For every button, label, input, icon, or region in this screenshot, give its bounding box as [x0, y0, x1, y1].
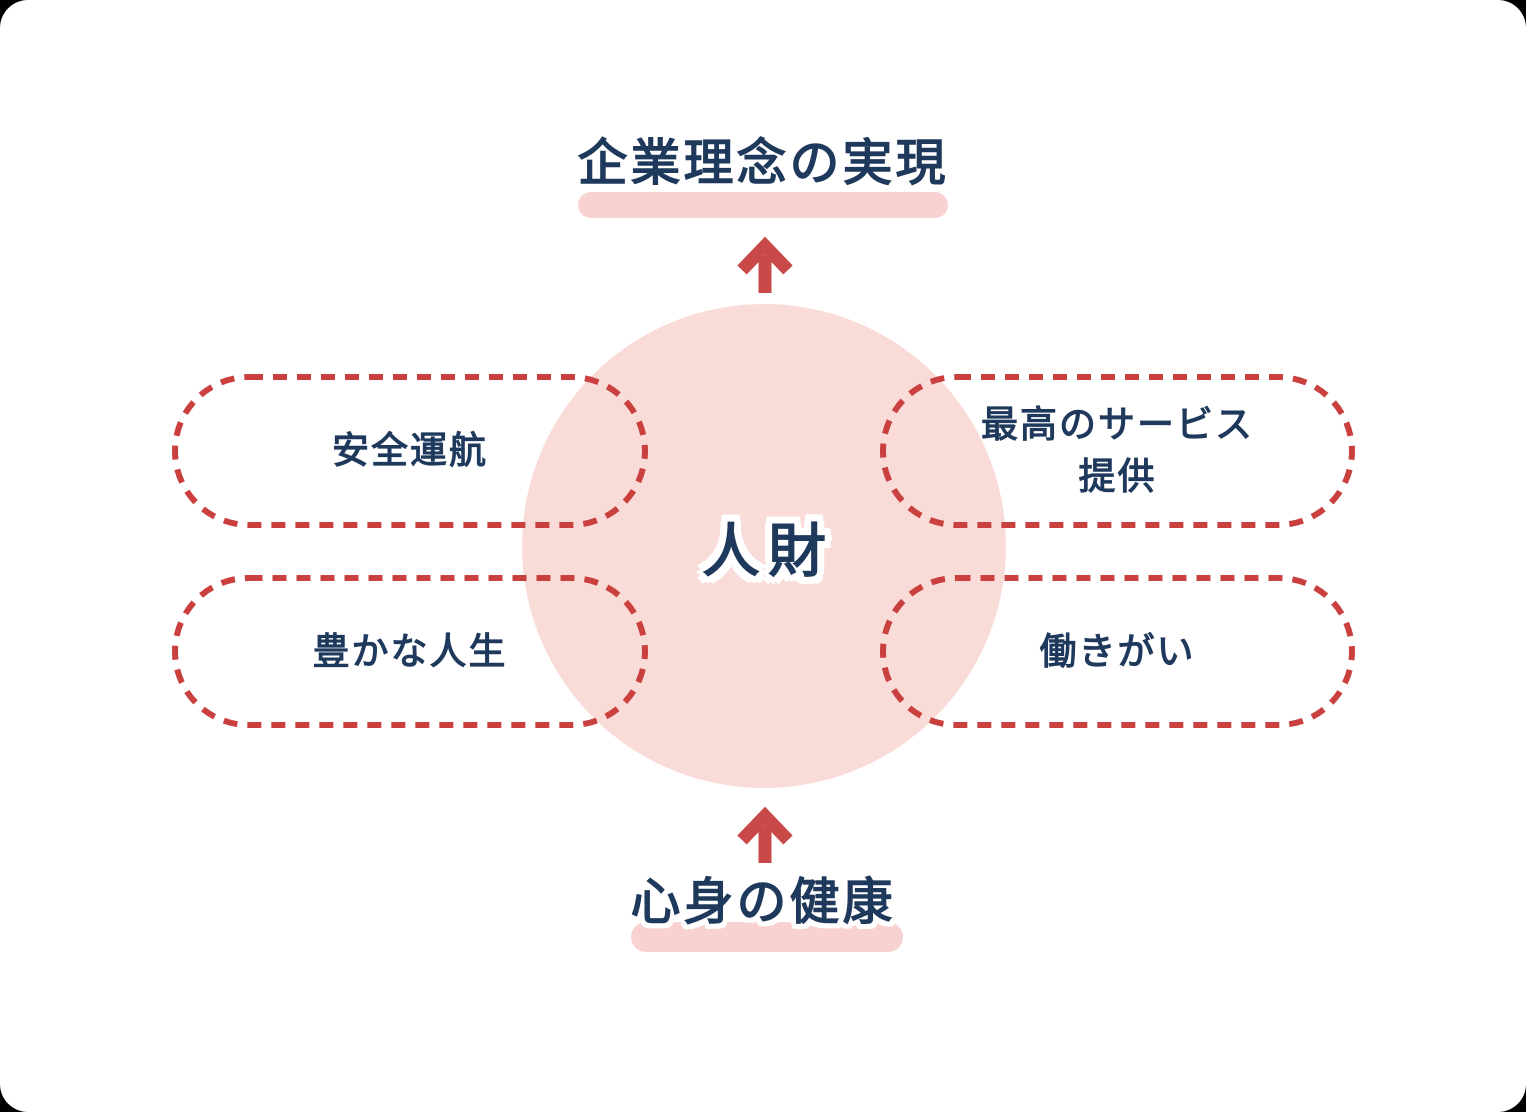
pill-top-left-label: 安全運航 — [332, 429, 488, 473]
up-arrow-top-icon — [737, 236, 793, 293]
pill-outline-bottom-left — [172, 575, 648, 728]
pill-top-right-label-line2: 提供 — [1078, 455, 1157, 498]
pill-outline-top-right — [880, 374, 1355, 528]
bottom-foundation-highlight-bar — [631, 922, 903, 952]
pill-top-right-label-line1: 最高のサービス — [981, 403, 1254, 447]
pill-bottom-right: 働きがい — [883, 578, 1352, 725]
pill-top-left: 安全運航 — [175, 377, 645, 525]
up-arrow-bottom-icon — [737, 806, 793, 863]
pill-outline-bottom-right — [880, 575, 1355, 728]
pill-bottom-right-label: 働きがい — [1039, 629, 1196, 673]
pill-top-right: 最高のサービス 提供 — [883, 377, 1352, 525]
top-goal-highlight-bar — [578, 192, 948, 218]
pill-bottom-left: 豊かな人生 — [175, 578, 645, 725]
center-circle-label: 人財 — [701, 517, 835, 585]
bottom-foundation-title: 心身の健康 — [630, 873, 896, 931]
pill-outline-top-left — [172, 374, 648, 528]
top-goal-title: 企業理念の実現 — [577, 134, 949, 192]
pill-bottom-left-label: 豊かな人生 — [312, 629, 508, 673]
